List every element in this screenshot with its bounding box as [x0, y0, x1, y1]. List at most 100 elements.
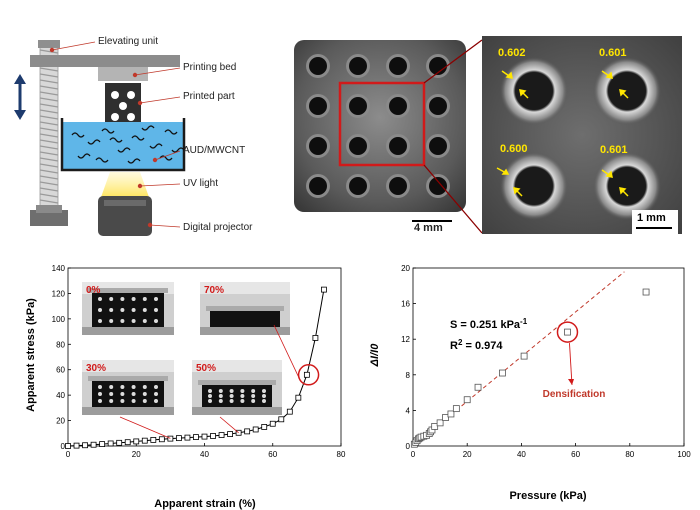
printed-part: [105, 83, 141, 128]
y-tick-label: 20: [401, 264, 410, 273]
label-uv-light: UV light: [183, 178, 219, 189]
inset-strain-label: 0%: [86, 285, 101, 296]
y-tick-label: 40: [56, 391, 65, 400]
inset-strain-label: 50%: [196, 363, 216, 374]
x-tick-label: 80: [625, 450, 634, 459]
annotation-arrow: [219, 416, 239, 434]
inset-strain-label: 70%: [204, 285, 224, 296]
data-point: [107, 440, 114, 447]
mwcnt-fibers: [71, 125, 185, 164]
data-point: [124, 439, 131, 446]
compression-inset: 70%: [200, 282, 290, 335]
compressed-lattice: [202, 385, 272, 407]
compression-inset: 30%: [82, 360, 174, 415]
x-tick-label: 0: [66, 450, 71, 459]
plot-frame: [412, 267, 685, 447]
stress-chart-ylabel: Apparent stress (kPa): [25, 298, 37, 412]
y-tick-label: 60: [56, 366, 65, 375]
zoom-connector-lines: [423, 39, 483, 234]
sensitivity-annotation: S = 0.251 kPa-1: [450, 317, 528, 331]
data-point: [141, 437, 148, 444]
data-point: [193, 434, 199, 441]
label-digital-projector: Digital projector: [183, 222, 253, 233]
elevating-unit: [30, 55, 180, 67]
x-tick-label: 40: [517, 450, 526, 459]
data-point: [133, 438, 140, 445]
vertical-motion-arrow: [14, 74, 26, 120]
scale-label-right-bg: [632, 210, 678, 234]
measurement-label: 0.601: [599, 47, 627, 59]
data-point: [218, 432, 225, 438]
measurement-label: 0.602: [498, 47, 526, 59]
data-point: [90, 441, 97, 448]
printing-bed: [98, 67, 148, 81]
data-point: [210, 433, 216, 439]
data-point: [312, 335, 319, 341]
compressed-lattice: [92, 293, 164, 327]
x-tick-label: 100: [677, 450, 691, 459]
data-point: [520, 352, 528, 360]
scale-bar-right: [636, 227, 672, 229]
data-point: [564, 328, 571, 336]
zoomed-micrograph: 0.602 0.601 0.600 0.601 1 mm: [482, 36, 682, 234]
label-printed-part: Printed part: [183, 91, 235, 102]
compressed-lattice: [92, 381, 164, 407]
measurement-label: 0.601: [600, 144, 628, 156]
data-point: [150, 436, 157, 443]
data-point: [176, 435, 182, 442]
uv-light-beam: [100, 172, 150, 200]
y-tick-label: 8: [406, 371, 411, 380]
scale-label-left: 4 mm: [414, 222, 443, 234]
x-tick-label: 80: [337, 450, 346, 459]
data-point: [184, 434, 191, 441]
label-elevating-unit: Elevating unit: [98, 36, 159, 47]
digital-projector: [98, 196, 152, 236]
annotation-arrow: [119, 416, 171, 439]
highlight-circle: [297, 364, 320, 386]
data-point: [442, 414, 449, 421]
data-point: [82, 442, 88, 449]
data-point: [321, 286, 327, 293]
compression-inset: 0%: [82, 282, 174, 335]
x-tick-label: 0: [411, 450, 416, 459]
scale-label-right: 1 mm: [637, 212, 666, 224]
printer-schematic: [14, 40, 186, 236]
data-point: [447, 410, 455, 418]
data-point: [642, 288, 650, 296]
x-tick-label: 60: [571, 450, 580, 459]
y-tick-label: 120: [52, 289, 66, 298]
stress-chart-xlabel: Apparent strain (%): [154, 498, 256, 510]
data-point: [431, 423, 439, 430]
data-point: [252, 426, 259, 433]
densification-arrow: [569, 343, 573, 386]
label-resin: AUD/MWCNT: [183, 145, 246, 156]
arrow-head: [568, 379, 574, 385]
data-point: [436, 419, 444, 427]
y-tick-label: 4: [406, 406, 411, 415]
y-tick-label: 20: [56, 417, 65, 426]
data-point: [227, 431, 233, 437]
data-point: [235, 429, 242, 436]
data-point: [65, 443, 71, 449]
screw-base: [30, 210, 68, 226]
scale-bar-left: [412, 220, 452, 222]
data-point: [295, 394, 302, 401]
x-tick-label: 20: [132, 450, 141, 459]
screw-top-cap: [38, 40, 60, 48]
densification-label: Densification: [543, 389, 606, 400]
data-point: [286, 408, 293, 415]
y-tick-label: 140: [52, 264, 66, 273]
lattice-photo: [288, 36, 470, 218]
x-tick-label: 60: [268, 450, 277, 459]
sens-chart-xlabel: Pressure (kPa): [509, 490, 586, 502]
y-tick-label: 100: [52, 315, 66, 324]
data-point: [116, 439, 123, 446]
data-point: [261, 424, 268, 430]
data-point: [278, 416, 285, 423]
y-tick-label: 12: [401, 335, 410, 344]
measurement-label: 0.600: [500, 143, 528, 155]
data-point: [303, 371, 310, 378]
resin-vat: [60, 118, 186, 172]
